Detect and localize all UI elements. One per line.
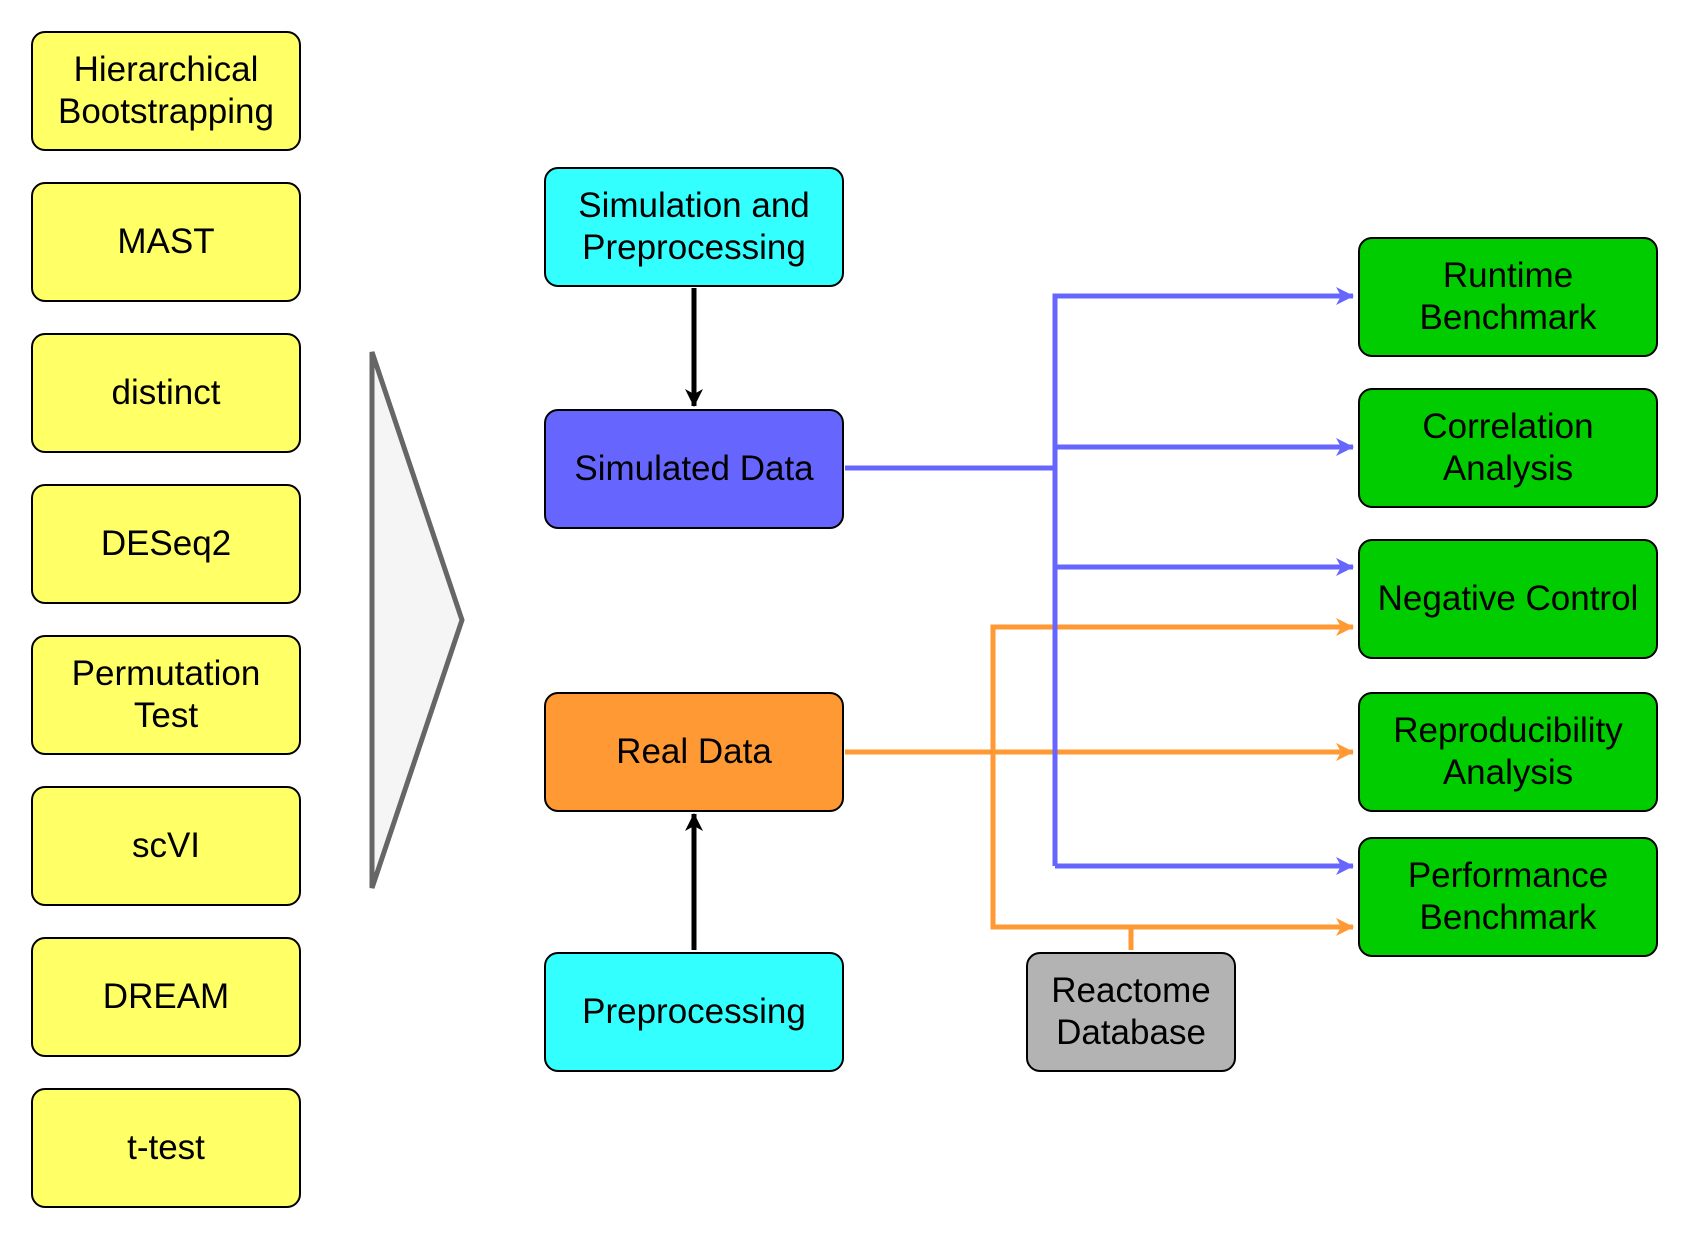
method-dream: DREAM — [31, 937, 301, 1057]
analysis-performance-benchmark: Performance Benchmark — [1358, 837, 1658, 957]
method-distinct: distinct — [31, 333, 301, 453]
method-permutation-test: Permutation Test — [31, 635, 301, 755]
analysis-runtime-benchmark: Runtime Benchmark — [1358, 237, 1658, 357]
method-mast: MAST — [31, 182, 301, 302]
node-simulated-data: Simulated Data — [544, 409, 844, 529]
method-hierarchical-bootstrapping: Hierarchical Bootstrapping — [31, 31, 301, 151]
node-reactome-database: Reactome Database — [1026, 952, 1236, 1072]
method-scvi: scVI — [31, 786, 301, 906]
method-t-test: t-test — [31, 1088, 301, 1208]
right-pointing-triangle-icon — [369, 351, 465, 889]
method-deseq2: DESeq2 — [31, 484, 301, 604]
node-preprocessing: Preprocessing — [544, 952, 844, 1072]
real-data-edges — [845, 618, 1354, 950]
analysis-correlation-analysis: Correlation Analysis — [1358, 388, 1658, 508]
node-real-data: Real Data — [544, 692, 844, 812]
simulated-data-edges — [845, 287, 1354, 875]
analysis-negative-control: Negative Control — [1358, 539, 1658, 659]
analysis-reproducibility-analysis: Reproducibility Analysis — [1358, 692, 1658, 812]
node-simulation-and-preprocessing: Simulation and Preprocessing — [544, 167, 844, 287]
